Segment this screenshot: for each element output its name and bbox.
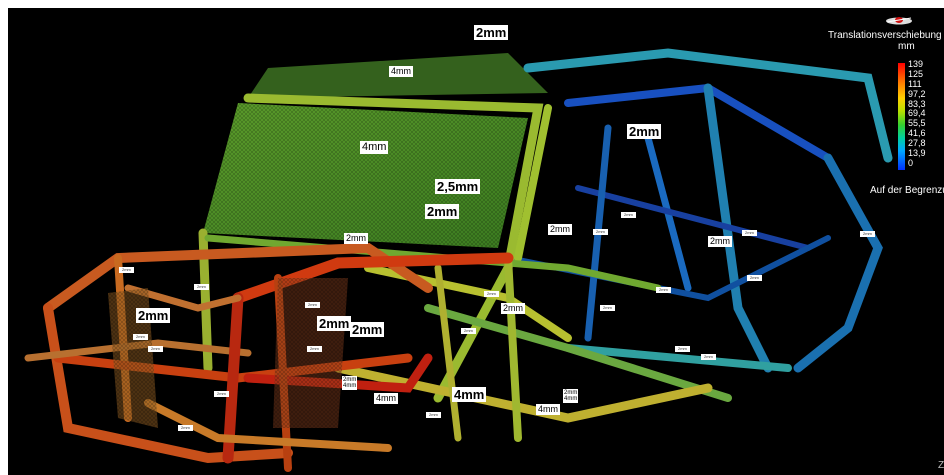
- legend-value: 97,2: [908, 88, 926, 99]
- tiny-label: 2mm: [119, 267, 134, 273]
- label-stack-a-bottom: 4mm: [343, 383, 357, 389]
- label-mid-2mm: 2mm: [425, 204, 460, 219]
- boundary-label: Auf der Begrenzung: [870, 185, 944, 196]
- tiny-label: 2mm: [133, 334, 148, 340]
- tiny-label: 2mm: [747, 275, 762, 281]
- front-frame-tubes: [24, 242, 514, 472]
- label-top-2mm: 2mm: [474, 25, 509, 40]
- label-bottom-4mm: 4mm: [452, 387, 487, 402]
- front-mesh-panels: [108, 278, 348, 428]
- roof-panel-mesh: [203, 103, 528, 248]
- legend-value: 0: [908, 157, 914, 168]
- tiny-label: 2mm: [426, 412, 441, 418]
- fea-viewport[interactable]: 2mm 4mm 4mm 2mm 2,5mm 2mm 2mm 2mm 2mm 2m…: [8, 8, 944, 475]
- label-stack-a: 2mm 4mm: [342, 376, 358, 390]
- label-roof-4mm: 4mm: [389, 66, 413, 77]
- legend-value: 55,5: [908, 118, 926, 129]
- tiny-label: 2mm: [675, 346, 690, 352]
- tiny-label: 2mm: [656, 287, 671, 293]
- label-small-4mm-a: 4mm: [374, 393, 398, 404]
- legend-value: 69,4: [908, 108, 926, 119]
- legend-value: 13,9: [908, 148, 926, 159]
- frame-mesh-model[interactable]: [8, 8, 944, 475]
- label-far-right-2mm: 2mm: [548, 224, 572, 235]
- label-lower-2mm: 2mm: [344, 233, 368, 244]
- label-far-right-2mm-b: 2mm: [708, 236, 732, 247]
- label-right-2mm: 2mm: [501, 303, 525, 314]
- tiny-label: 2mm: [621, 212, 636, 218]
- legend-value: 41,6: [908, 128, 926, 139]
- label-stack-b-top: 2mm: [564, 390, 578, 396]
- tiny-label: 2mm: [305, 302, 320, 308]
- rear-frame-tubes: [505, 48, 893, 373]
- legend-value: 125: [908, 68, 924, 79]
- tiny-label: 2mm: [178, 425, 193, 431]
- tiny-label: 2mm: [600, 305, 615, 311]
- tiny-label: 2mm: [701, 354, 716, 360]
- legend-value: 83,3: [908, 98, 926, 109]
- label-small-4mm-b: 4mm: [536, 404, 560, 415]
- legend-title: Translationsverschiebung: [828, 30, 942, 41]
- label-mid-2-5mm: 2,5mm: [435, 179, 481, 194]
- label-rear-2mm: 2mm: [627, 124, 662, 139]
- legend-unit: mm: [898, 41, 915, 52]
- legend-color-bar: [898, 63, 905, 170]
- tiny-label: 2mm: [194, 284, 209, 290]
- tiny-label: 2mm: [742, 230, 757, 236]
- label-stack-a-top: 2mm: [343, 377, 357, 383]
- orientation-triad-icon[interactable]: [884, 14, 914, 28]
- label-center-2mm-b: 2mm: [350, 322, 385, 337]
- label-windshield-4mm: 4mm: [360, 141, 389, 154]
- label-stack-b-bottom: 4mm: [564, 396, 578, 402]
- legend-values: 139 125 111 97,2 83,3 69,4 55,5 41,6 27,…: [908, 59, 926, 169]
- tiny-label: 2mm: [214, 391, 229, 397]
- tiny-label: 2mm: [484, 291, 499, 297]
- legend-value: 139: [908, 59, 924, 69]
- tiny-label: 2mm: [593, 229, 608, 235]
- corner-glyph: Z: [938, 460, 944, 471]
- tiny-label: 2mm: [307, 346, 322, 352]
- label-center-2mm-a: 2mm: [317, 316, 352, 331]
- tiny-label: 2mm: [461, 328, 476, 334]
- label-stack-b: 2mm 4mm: [563, 389, 579, 403]
- legend-value: 111: [908, 78, 922, 89]
- label-front-2mm: 2mm: [136, 308, 171, 323]
- tiny-label: 2mm: [148, 346, 163, 352]
- legend-value: 27,8: [908, 138, 926, 149]
- tiny-label: 2mm: [860, 231, 875, 237]
